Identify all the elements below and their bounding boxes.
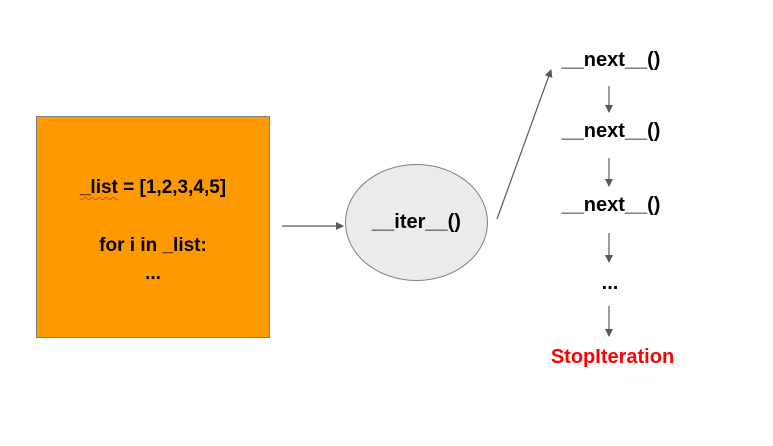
next-call-2: __next__() (561, 120, 661, 142)
next-call-ellipsis: ... (601, 272, 619, 294)
code-line-for-loop: for i in _list: (99, 235, 207, 256)
code-line-ellipsis: ... (145, 263, 161, 284)
stop-iteration-label: StopIteration (550, 346, 675, 368)
code-box: _list = [1,2,3,4,5] for i in _list: ... (36, 116, 270, 338)
iter-label: __iter__() (372, 211, 461, 233)
code-list-value: = [1,2,3,4,5] (117, 177, 227, 198)
code-list-name: _list (79, 177, 118, 198)
next-call-1: __next__() (561, 49, 661, 71)
arrow-iter-to-next (496, 69, 553, 220)
iter-node: __iter__() (345, 164, 488, 281)
code-line-list-assign: _list = [1,2,3,4,5] (37, 177, 269, 199)
next-call-3: __next__() (561, 194, 661, 216)
